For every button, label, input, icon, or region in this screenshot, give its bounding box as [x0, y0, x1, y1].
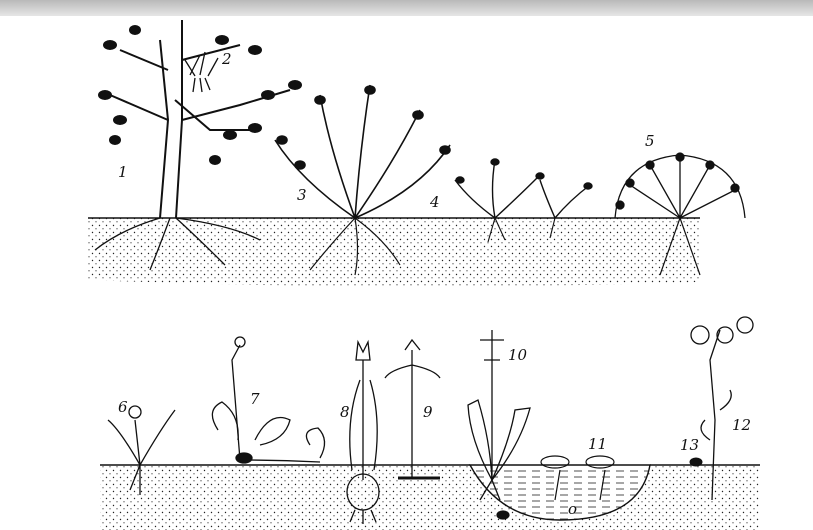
label-8: 8 — [340, 405, 350, 420]
label-2: 2 — [222, 52, 232, 67]
label-4: 4 — [430, 195, 440, 210]
label-10: 10 — [508, 348, 527, 363]
tuber-13 — [690, 458, 702, 466]
label-3: 3 — [297, 188, 307, 203]
label-1: 1 — [118, 165, 128, 180]
upper-soil — [88, 218, 700, 287]
label-7: 7 — [250, 392, 260, 407]
label-11: 11 — [588, 437, 607, 452]
label-9: 9 — [423, 405, 433, 420]
stolon-plant-7 — [212, 337, 324, 463]
label-6: 6 — [118, 400, 128, 415]
label-12: 12 — [732, 418, 751, 433]
label-o: o — [568, 502, 577, 517]
label-5: 5 — [645, 134, 655, 149]
label-13: 13 — [680, 438, 699, 453]
lower-soil — [100, 465, 760, 530]
